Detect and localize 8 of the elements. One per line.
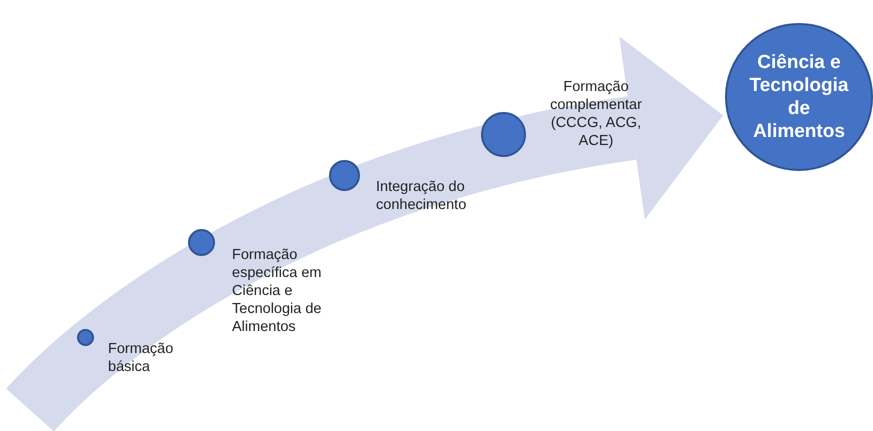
curved-arrow [7,36,723,431]
stage-marker [188,228,214,256]
stage-label: Formação específica em Ciência e Tecnologia de Alimentos [232,246,322,336]
stage-label: Formação complementar (CCCG, ACG, ACE) [549,78,643,150]
goal-circle: Ciência e Tecnologia de Alimentos [725,23,873,171]
stage-label: Integração do conhecimento [376,178,468,214]
stage-label: Formação básica [108,340,174,376]
stage-marker [328,160,360,190]
